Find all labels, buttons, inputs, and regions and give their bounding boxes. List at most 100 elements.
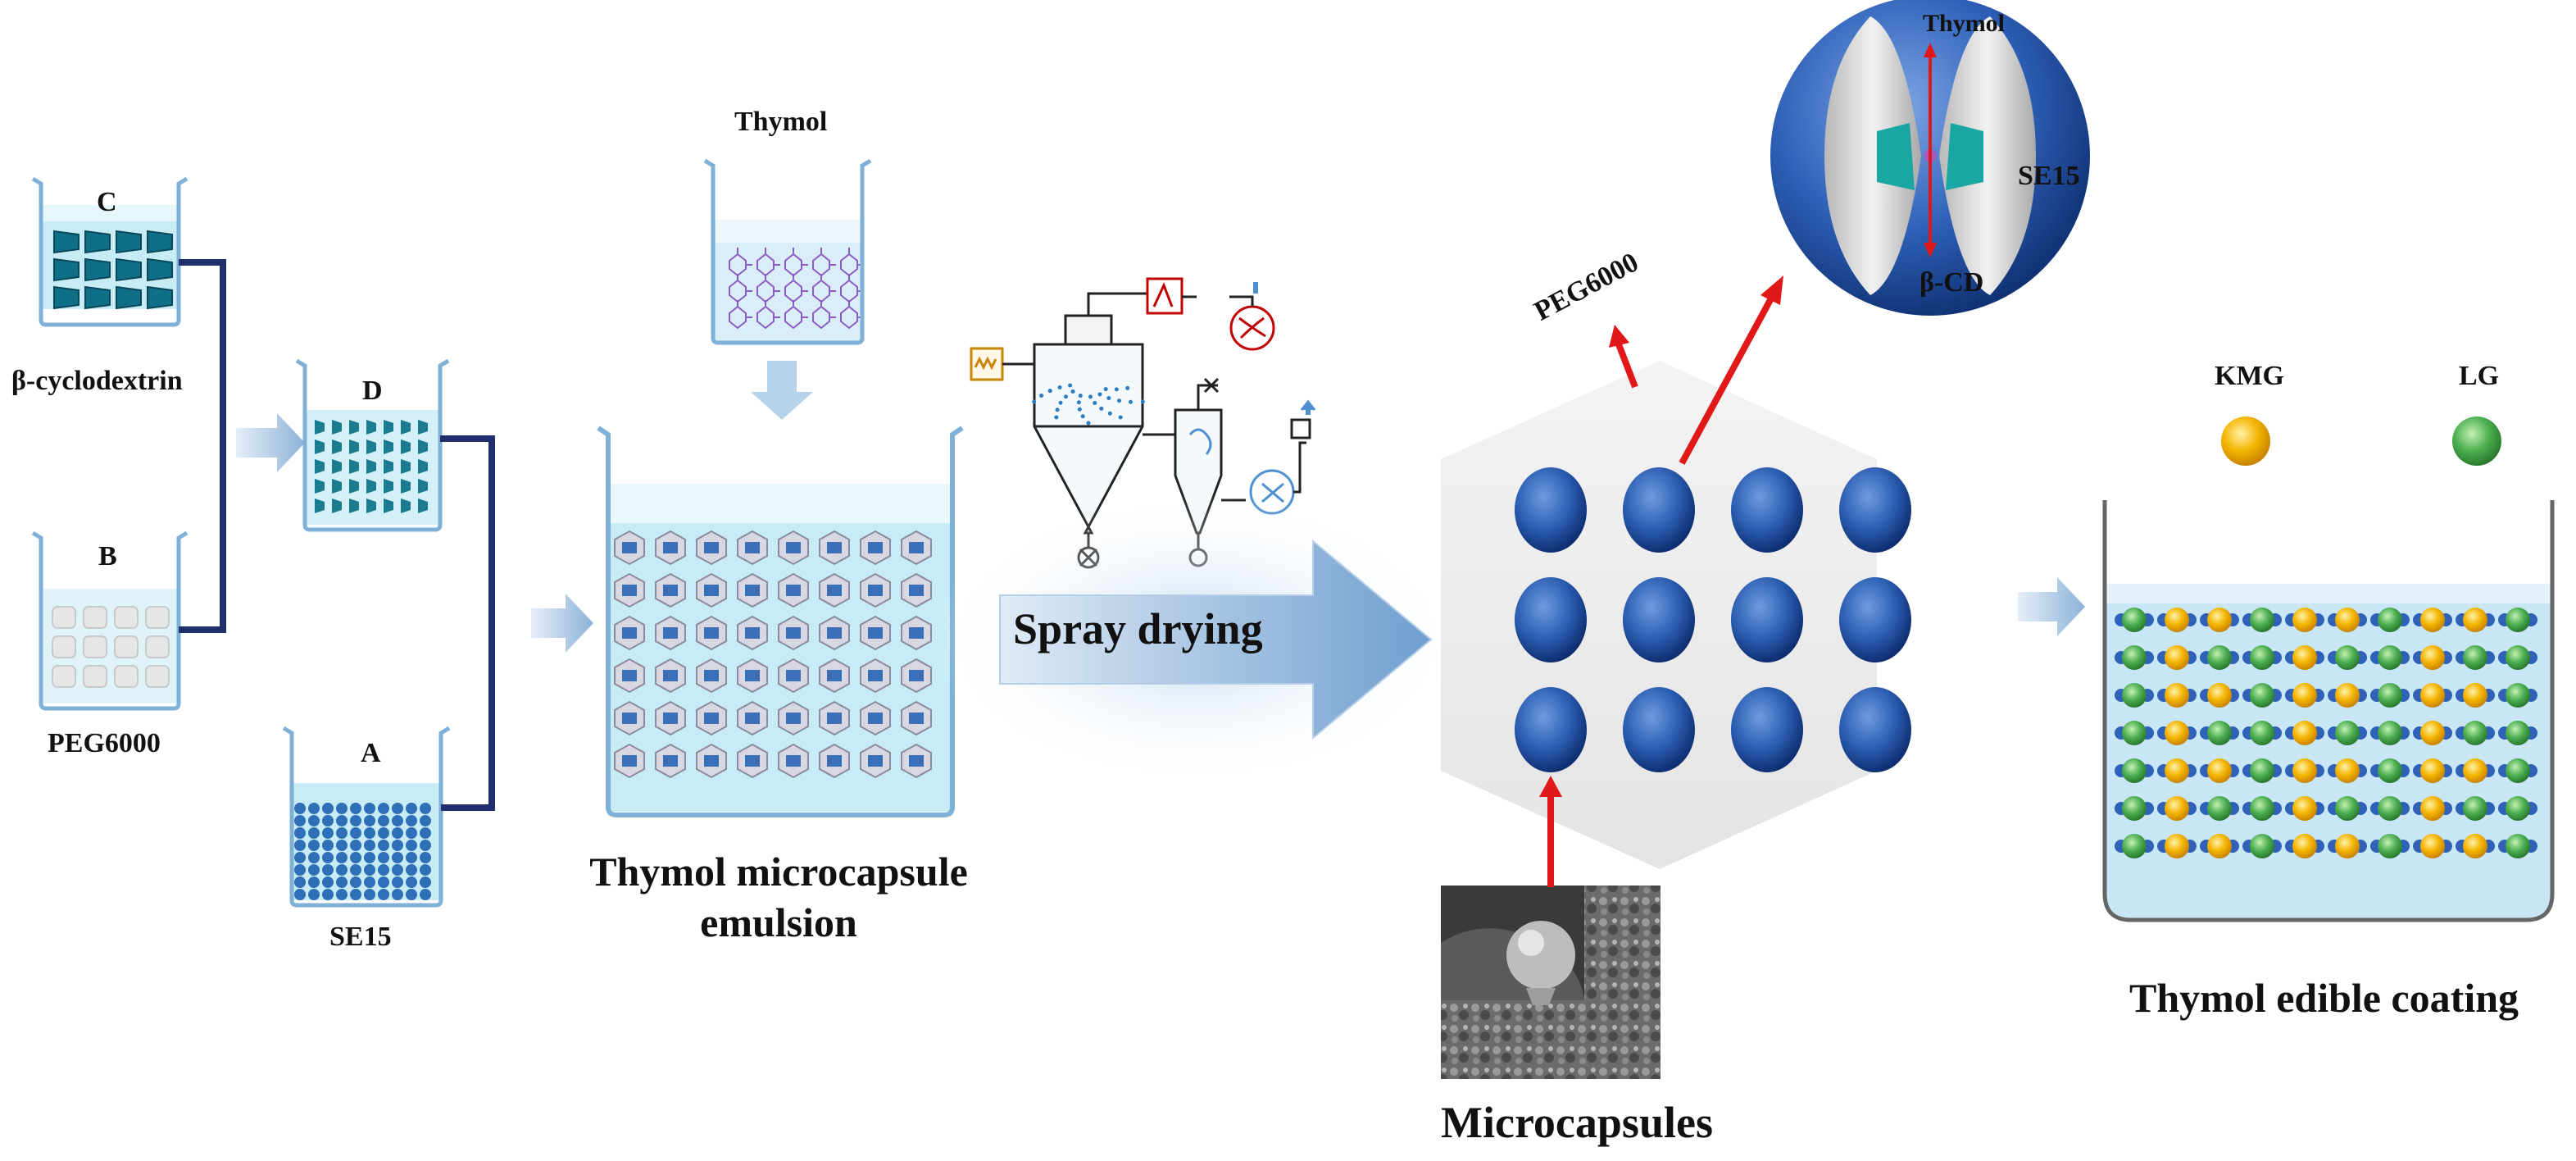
cyclodextrin-molecule	[147, 230, 173, 254]
se15-particle	[420, 827, 431, 839]
droplet-core	[704, 542, 719, 553]
coating-kmg	[2165, 608, 2189, 632]
beaker-c	[31, 176, 189, 327]
coating-kmg	[2165, 834, 2189, 858]
se15-particle	[294, 803, 306, 814]
se15-particle	[336, 827, 348, 839]
peg-block	[114, 635, 139, 658]
droplet-core	[704, 627, 719, 639]
coating-kmg	[2292, 796, 2317, 821]
emulsion-title-line1: Thymol microcapsule	[589, 849, 968, 895]
spray-droplet	[1128, 399, 1133, 404]
se15-particle	[322, 827, 334, 839]
se15-particle	[322, 889, 334, 900]
cyclodextrin-molecule	[147, 257, 173, 282]
se15-particle	[364, 852, 375, 863]
coating-kmg	[2207, 608, 2232, 632]
coating-lg	[2122, 796, 2147, 821]
coating-lg	[2506, 608, 2530, 632]
se15-particle	[378, 815, 389, 826]
peg-block	[52, 635, 76, 658]
se15-particle	[308, 840, 320, 851]
se15-particle	[378, 876, 389, 888]
spray-droplet	[1086, 421, 1091, 426]
cyclodextrin-molecule	[53, 230, 80, 254]
se15-particle	[336, 889, 348, 900]
se15-particle	[392, 889, 403, 900]
se15-particle	[294, 876, 306, 888]
se15-particle	[378, 864, 389, 876]
mixture-molecule	[384, 479, 393, 494]
droplet-core	[622, 670, 637, 681]
coating-kmg	[2335, 758, 2360, 783]
cyclodextrin-molecules	[53, 230, 173, 310]
peg-block	[83, 665, 107, 688]
mixture-molecule	[366, 459, 376, 474]
microcapsule	[1731, 577, 1803, 662]
se15-particle	[378, 852, 389, 863]
droplet-core	[704, 713, 719, 724]
se15-particle	[308, 803, 320, 814]
se15-particle	[420, 803, 431, 814]
se15-particle	[406, 876, 417, 888]
mixture-molecule	[332, 499, 342, 513]
microcapsule	[1839, 467, 1911, 553]
beaker-d	[295, 358, 450, 532]
se15-particle	[350, 889, 361, 900]
capsule-model	[1770, 0, 2090, 316]
se15-particle	[420, 889, 431, 900]
thymol-molecule	[729, 248, 752, 277]
coating-lg	[2506, 645, 2530, 670]
mixture-molecule	[418, 479, 428, 494]
droplet-core	[827, 755, 842, 767]
microcapsule	[1731, 467, 1803, 553]
coating-lg	[2506, 834, 2530, 858]
se15-particle	[392, 852, 403, 863]
droplet-core	[827, 542, 842, 553]
mixture-molecule	[349, 459, 359, 474]
coating-lg	[2250, 721, 2274, 745]
beaker-a-letter: A	[361, 738, 381, 768]
mixture-molecule	[315, 439, 325, 454]
beaker-b-label: PEG6000	[48, 728, 161, 758]
coating-kmg	[2292, 721, 2317, 745]
mixture-molecule	[401, 420, 411, 435]
spray-droplet	[1114, 387, 1119, 392]
se15-particle	[420, 876, 431, 888]
coating-lg	[2378, 683, 2402, 708]
droplet-core	[786, 713, 801, 724]
droplet-core	[745, 542, 760, 553]
spray-droplet	[1117, 398, 1122, 403]
se15-particle	[406, 815, 417, 826]
microcapsule	[1515, 467, 1587, 553]
se15-particle	[420, 815, 431, 826]
se15-particle	[406, 803, 417, 814]
droplet-core	[663, 670, 678, 681]
coating-lg	[2378, 834, 2402, 858]
coating-lg	[2506, 796, 2530, 821]
coating-kmg	[2207, 758, 2232, 783]
peg-blocks	[52, 606, 170, 688]
droplet-core	[909, 670, 924, 681]
beaker-c-label: β-cyclodextrin	[11, 366, 183, 396]
droplet-core	[786, 670, 801, 681]
mixture-molecule	[418, 420, 428, 435]
mixture-molecule	[315, 420, 325, 435]
spray-droplet	[1076, 400, 1081, 405]
beaker-c-letter: C	[97, 187, 117, 217]
coating-lg	[2207, 796, 2232, 821]
coating-lg	[2335, 796, 2360, 821]
droplet-core	[909, 585, 924, 596]
se15-particle	[364, 889, 375, 900]
capsule-se15-label: SE15	[2018, 161, 2080, 191]
se15-particle	[336, 852, 348, 863]
capsule-thymol-label: Thymol	[1923, 10, 2006, 37]
emulsion-title: Thymol microcapsule emulsion	[566, 846, 992, 948]
droplet-core	[663, 755, 678, 767]
se15-particle	[350, 852, 361, 863]
cyclodextrin-molecule	[84, 285, 111, 310]
se15-particle	[392, 864, 403, 876]
spray-drying-arrow	[999, 539, 1433, 740]
spray-droplet	[1088, 394, 1093, 399]
